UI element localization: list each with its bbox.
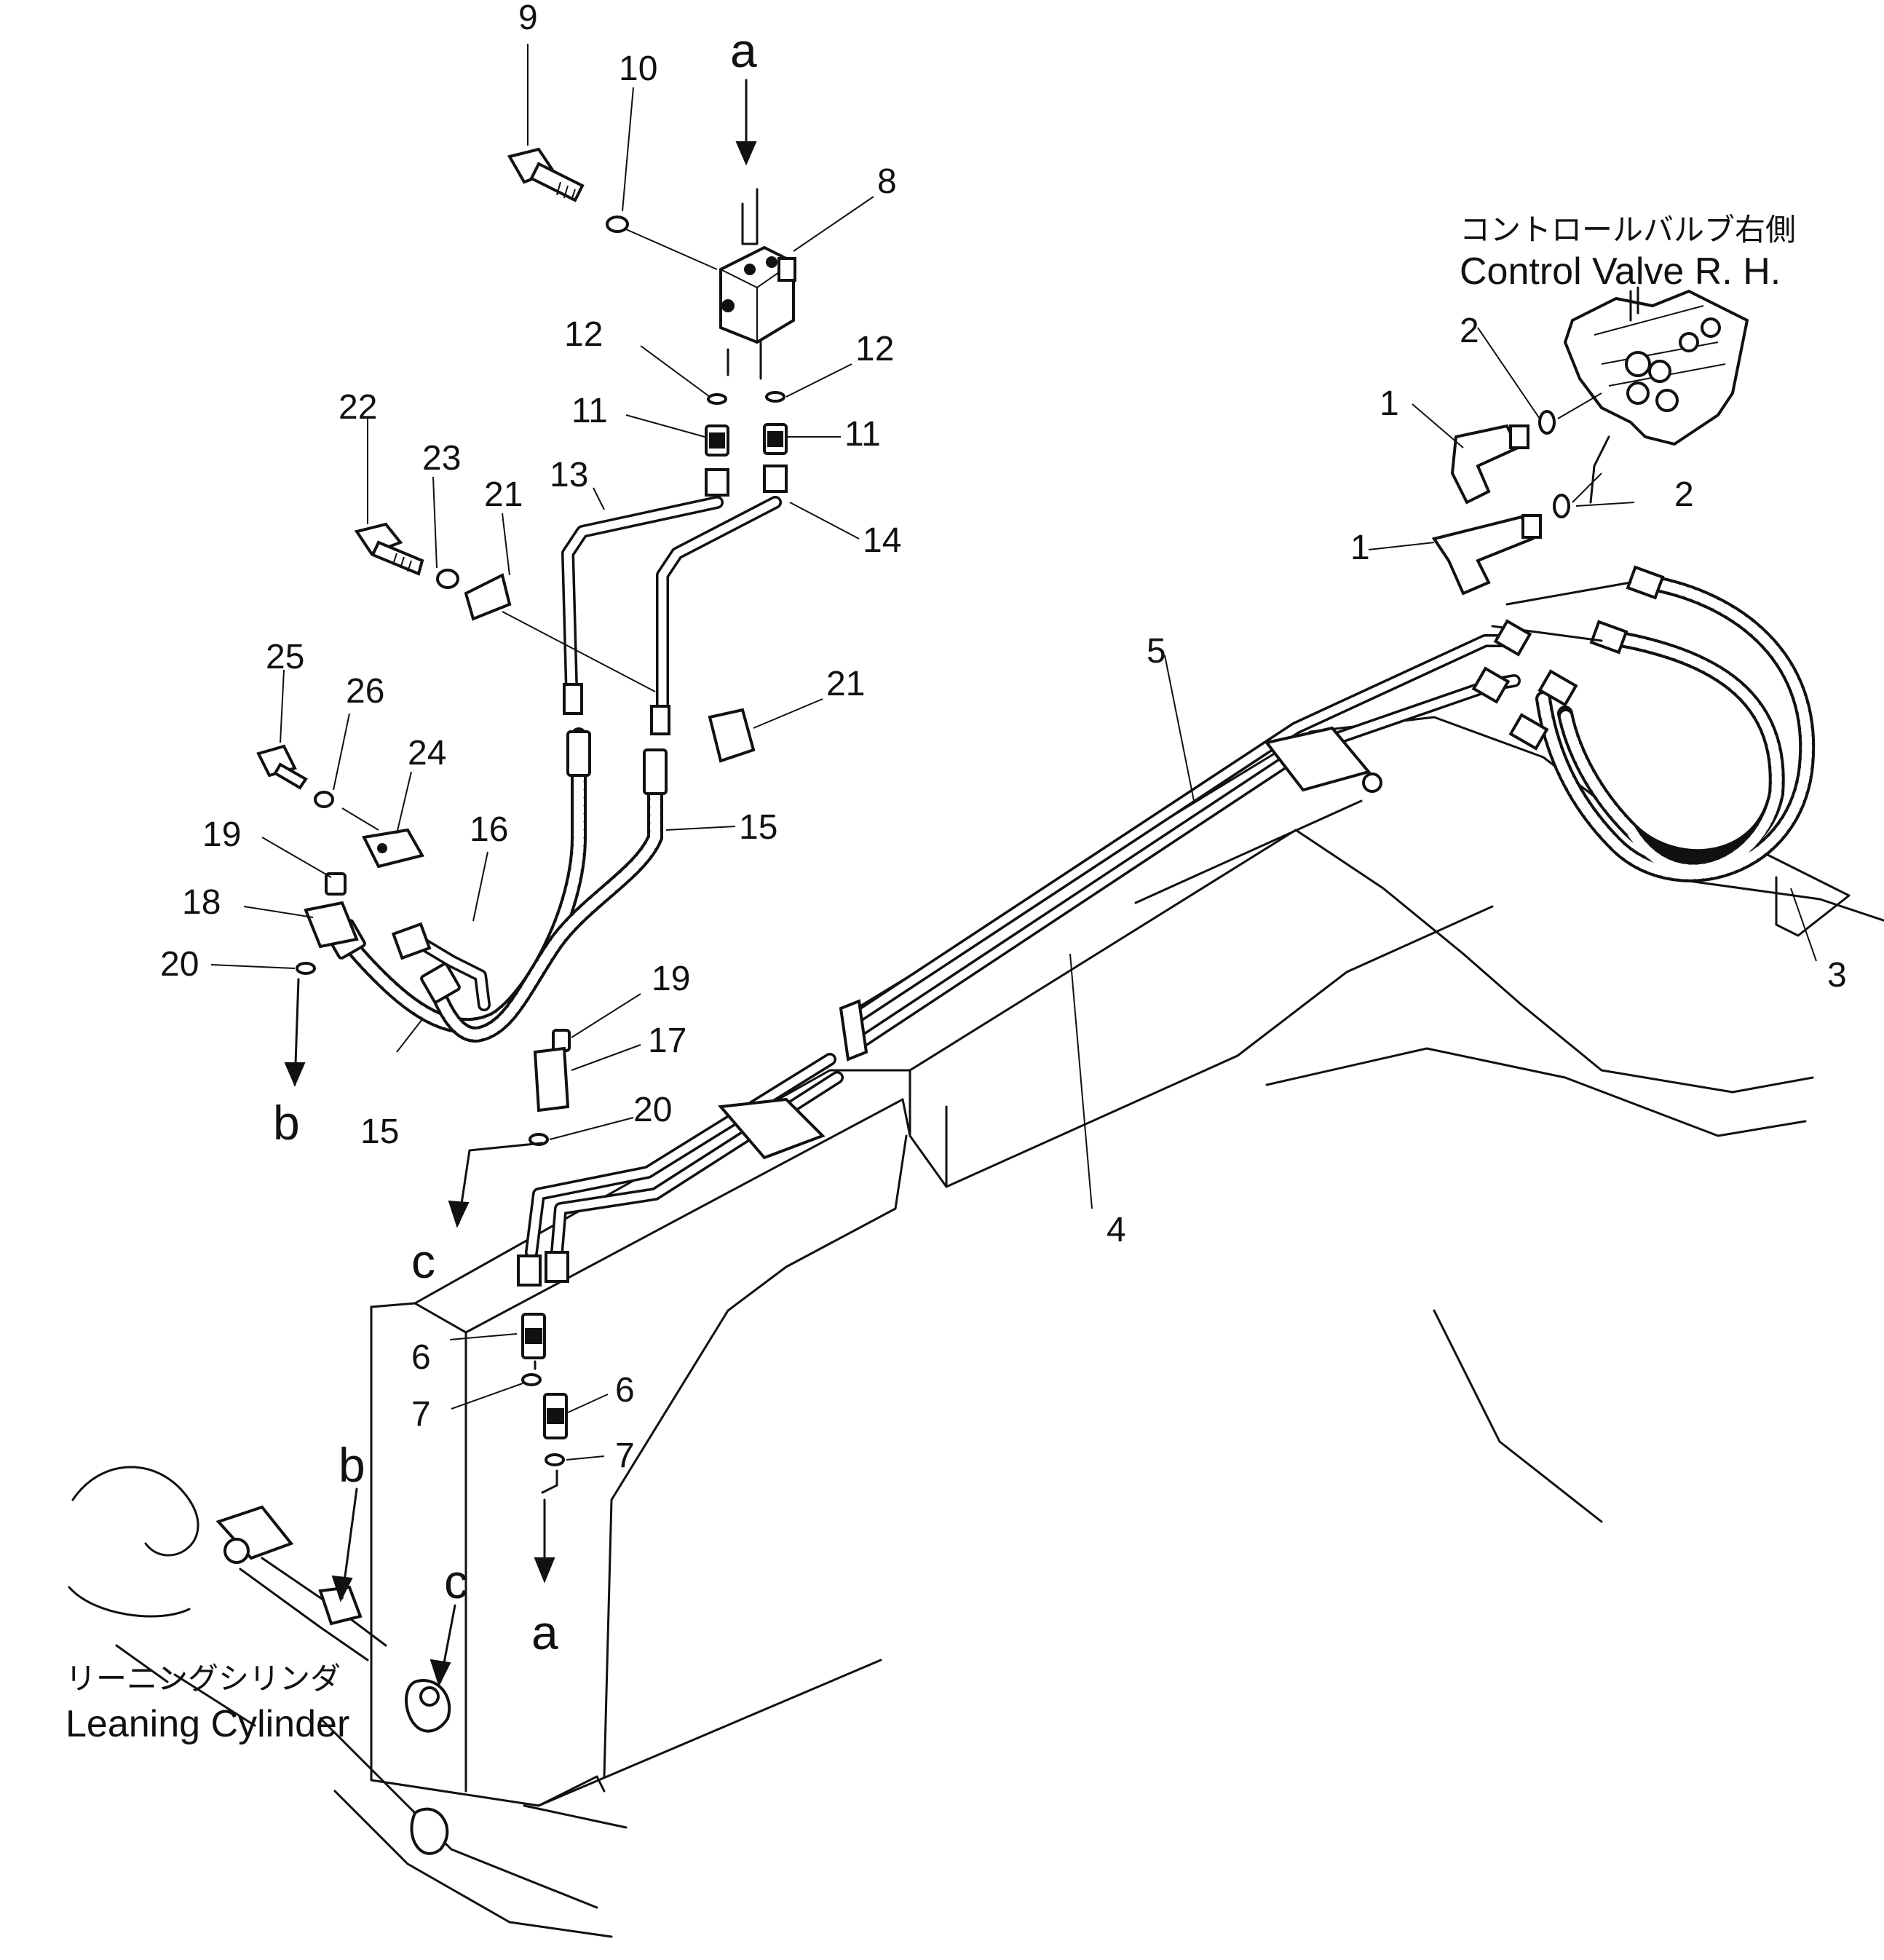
part-number-2-lower: 2 [1674, 475, 1694, 514]
part-number-1-lower: 1 [1350, 529, 1370, 567]
view-letter-b-left: b [273, 1096, 300, 1150]
part-number-10: 10 [619, 50, 657, 88]
flow-arrows [284, 79, 757, 1687]
view-letter-b-bottom: b [339, 1438, 365, 1492]
part-number-13: 13 [550, 456, 588, 494]
part-number-6-right: 6 [615, 1371, 635, 1410]
part-number-4: 4 [1107, 1211, 1126, 1249]
control-valve-en-label: Control Valve R. H. [1460, 250, 1781, 293]
leaning-cylinder [68, 1466, 451, 1733]
part-number-11-left: 11 [571, 392, 608, 430]
fittings-6-7 [517, 1251, 569, 1494]
boom-end-block [1760, 850, 1851, 937]
part-number-16: 16 [470, 810, 508, 849]
part-number-17: 17 [648, 1022, 686, 1060]
part-number-19-left: 19 [202, 815, 241, 854]
hose-loop-3 [1491, 565, 1816, 882]
part-number-11-right: 11 [844, 415, 881, 454]
part-number-26: 26 [346, 672, 384, 711]
part-number-14: 14 [863, 521, 901, 560]
part-number-23: 23 [422, 439, 461, 478]
bolt-9-washer-10 [507, 147, 718, 270]
part-number-12-right: 12 [855, 330, 894, 368]
control-valve-assembly [1563, 286, 1749, 446]
hoses-15-16 [325, 727, 668, 1043]
part-number-25: 25 [266, 638, 304, 676]
caption-labels: コントロールバルブ右側 Control Valve R. H. リーニングシリン… [66, 212, 1796, 1745]
part-number-5: 5 [1147, 632, 1166, 671]
part-number-12-left: 12 [564, 315, 603, 354]
part-number-24: 24 [408, 734, 446, 772]
view-letter-a-bottom: a [531, 1605, 558, 1659]
elbow-fittings [1431, 392, 1610, 596]
part-number-6-left: 6 [411, 1338, 431, 1377]
part-number-7-left: 7 [411, 1395, 431, 1434]
view-letters: a a b b c c [273, 23, 757, 1659]
part-number-20-left: 20 [160, 945, 199, 984]
leaning-cylinder-en-label: Leaning Cylinder [66, 1703, 349, 1745]
part-number-2-upper: 2 [1460, 312, 1479, 350]
part-number-1-upper: 1 [1380, 384, 1399, 423]
view-letter-a-top: a [730, 23, 757, 77]
part-number-8: 8 [877, 162, 897, 201]
part-number-labels: 9 10 8 12 12 11 11 13 14 22 23 21 21 25 … [160, 0, 1847, 1475]
fittings-11-12 [705, 341, 788, 457]
leader-lines [210, 44, 1817, 1461]
leaning-cylinder-jp-label: リーニングシリンダ [66, 1661, 341, 1696]
part-number-3: 3 [1827, 956, 1847, 995]
part-number-19-right: 19 [652, 960, 690, 998]
part-number-9: 9 [518, 0, 538, 37]
view-letter-c-left: c [411, 1234, 435, 1288]
part-number-15-bottom: 15 [360, 1113, 399, 1151]
boom-frame-outline [319, 716, 1884, 1938]
bolt-25-bracket-24 [256, 744, 425, 869]
view-letter-c-bottom: c [444, 1554, 468, 1608]
valve-block-8 [719, 188, 796, 344]
part-number-20-right: 20 [633, 1091, 672, 1129]
part-number-7-right: 7 [615, 1437, 635, 1475]
part-number-21-top: 21 [484, 475, 523, 514]
long-pipes-4-5 [525, 619, 1532, 1259]
part-number-15-right: 15 [739, 808, 777, 847]
part-number-21-right: 21 [826, 665, 865, 703]
fittings-17-20 [296, 872, 571, 1146]
control-valve-jp-label: コントロールバルブ右側 [1460, 212, 1796, 248]
part-number-18: 18 [182, 883, 221, 922]
pipes-13-14 [561, 465, 788, 735]
part-number-22: 22 [339, 388, 377, 427]
clamp-21-bolt-22 [354, 522, 756, 763]
